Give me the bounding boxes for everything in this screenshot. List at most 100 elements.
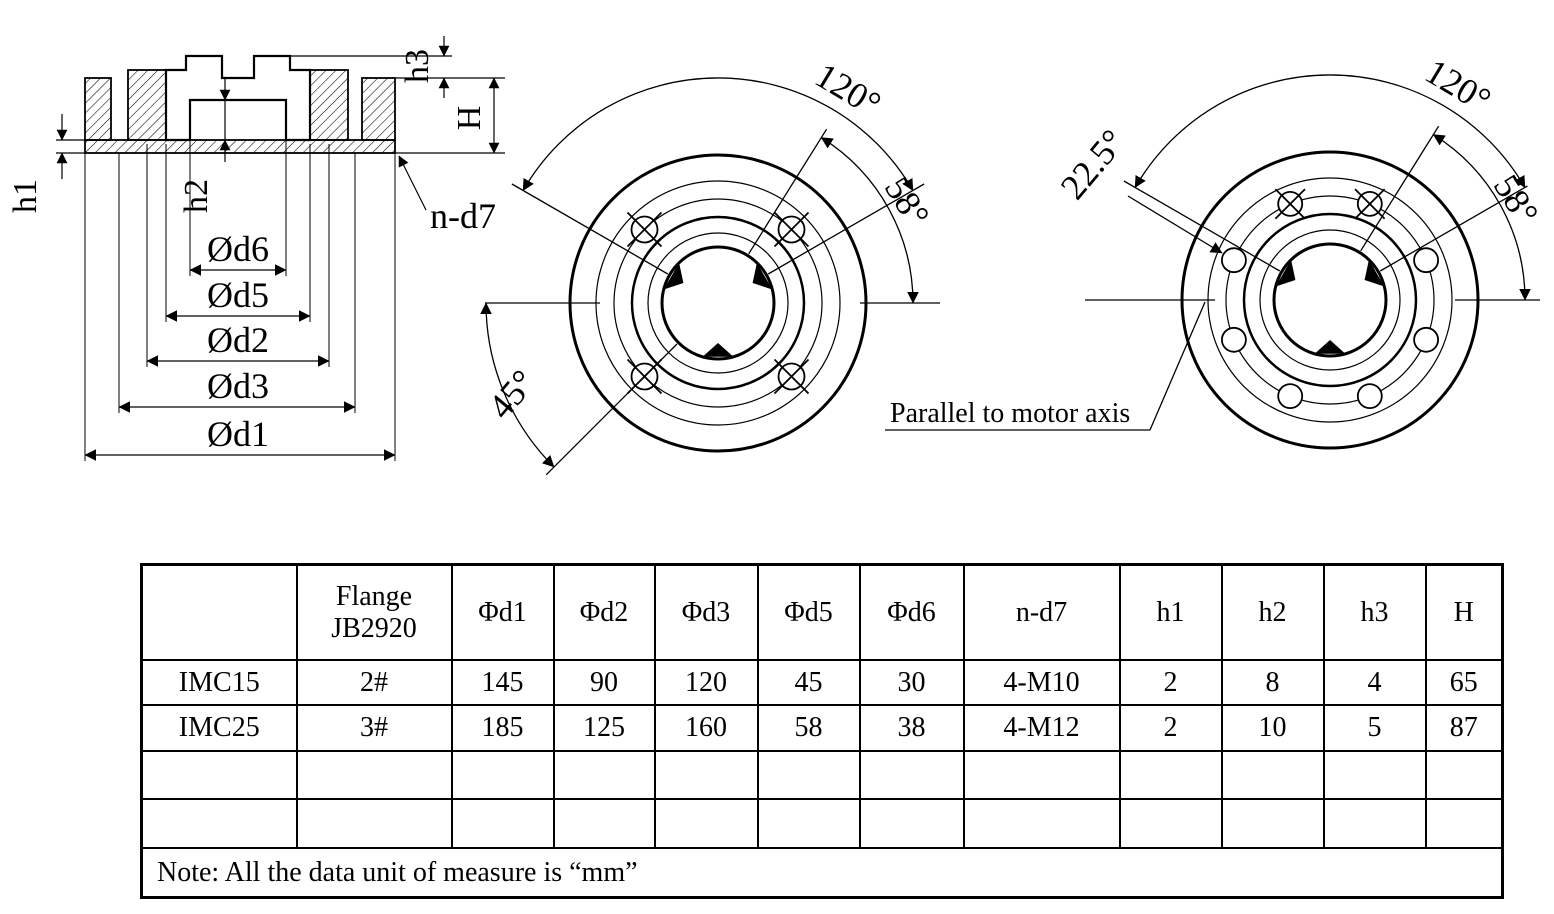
header-flange: Flange JB2920 — [295, 563, 453, 661]
cell-h3 — [1322, 750, 1427, 800]
cell-d6: 30 — [858, 659, 965, 706]
side-view — [1085, 74, 1540, 450]
diameter-dimension-lines — [84, 264, 396, 461]
table-note: Note: All the data unit of measure is “m… — [140, 847, 1504, 899]
header-flange-line1: Flange — [335, 580, 413, 612]
cell-model: IMC25 — [140, 704, 298, 752]
cell-d5: 58 — [756, 704, 861, 752]
cell-flange — [295, 798, 453, 849]
header-d3: Φd3 — [653, 563, 759, 661]
header-h3: h3 — [1322, 563, 1427, 661]
cell-H: 65 — [1424, 659, 1504, 706]
table-note-row: Note: All the data unit of measure is “m… — [140, 847, 1504, 899]
side-angle-58: 58° — [1486, 168, 1547, 232]
cell-d2 — [552, 750, 656, 800]
header-d6: Φd6 — [858, 563, 965, 661]
technical-drawing: Ød6 Ød5 Ød2 Ød3 Ød1 h1 h2 h3 H n-d7 — [7, 36, 1547, 476]
front-angle-58: 58° — [877, 170, 938, 234]
cell-n-d7: 4-M12 — [962, 704, 1121, 752]
cell-h2: 8 — [1220, 659, 1325, 706]
table-header-row: Flange JB2920 Φd1 Φd2 Φd3 Φd5 Φd6 n-d7 h… — [140, 563, 1504, 661]
header-d5: Φd5 — [756, 563, 861, 661]
cell-d6 — [858, 798, 965, 849]
dimension-table: Flange JB2920 Φd1 Φd2 Φd3 Φd5 Φd6 n-d7 h… — [140, 563, 1504, 899]
cell-d5 — [756, 750, 861, 800]
cell-flange: 3# — [295, 704, 453, 752]
header-H: H — [1424, 563, 1504, 661]
label-d2: Ød2 — [207, 320, 269, 360]
n-d7-leader — [398, 155, 427, 211]
side-angle-22-5: 22.5° — [1053, 122, 1133, 207]
cell-d1: 185 — [450, 704, 555, 752]
table-row-imc15: IMC15 2# 145 90 120 45 30 4-M10 2 8 4 65 — [140, 659, 1504, 706]
side-view-arcs — [1134, 74, 1531, 301]
extension-lines — [84, 104, 396, 461]
header-h2: h2 — [1220, 563, 1325, 661]
header-d1: Φd1 — [450, 563, 555, 661]
parallel-annotation: Parallel to motor axis — [885, 301, 1206, 431]
header-h1: h1 — [1118, 563, 1223, 661]
cell-d1 — [450, 798, 555, 849]
bore-flats-front — [663, 262, 773, 357]
h1-dimension — [56, 114, 85, 179]
cell-h2 — [1220, 798, 1325, 849]
label-h2: h2 — [178, 179, 215, 213]
label-d3: Ød3 — [207, 366, 269, 406]
cell-h1 — [1118, 750, 1223, 800]
label-h1: h1 — [7, 179, 44, 213]
cell-d3: 160 — [653, 704, 759, 752]
header-d2: Φd2 — [552, 563, 656, 661]
cell-n-d7 — [962, 798, 1121, 849]
section-hatched-body — [84, 69, 396, 154]
cell-n-d7 — [962, 750, 1121, 800]
table-row-empty — [140, 798, 1504, 849]
label-H: H — [451, 106, 488, 131]
cell-h3: 5 — [1322, 704, 1427, 752]
cell-d2 — [552, 798, 656, 849]
cell-h2 — [1220, 750, 1325, 800]
cell-d3 — [653, 750, 759, 800]
parallel-annotation-text: Parallel to motor axis — [890, 398, 1130, 429]
cell-h2: 10 — [1220, 704, 1325, 752]
label-d6: Ød6 — [207, 229, 269, 269]
table-row-imc25: IMC25 3# 185 125 160 58 38 4-M12 2 10 5 … — [140, 704, 1504, 752]
label-d5: Ød5 — [207, 275, 269, 315]
cell-H — [1424, 798, 1504, 849]
cell-h3 — [1322, 798, 1427, 849]
front-angle-120: 120° — [809, 55, 888, 125]
cell-flange — [295, 750, 453, 800]
cell-d2: 125 — [552, 704, 656, 752]
cell-H: 87 — [1424, 704, 1504, 752]
section-view — [56, 36, 505, 461]
side-angle-120: 120° — [1419, 51, 1498, 121]
cell-d5 — [756, 798, 861, 849]
cell-d2: 90 — [552, 659, 656, 706]
cell-d1 — [450, 750, 555, 800]
cell-H — [1424, 750, 1504, 800]
cell-d6: 38 — [858, 704, 965, 752]
header-flange-line2: JB2920 — [331, 612, 417, 644]
cell-d1: 145 — [450, 659, 555, 706]
front-angle-45: 45° — [480, 362, 543, 426]
cell-d3 — [653, 798, 759, 849]
front-view — [480, 77, 940, 476]
label-h3: h3 — [399, 49, 436, 83]
cell-n-d7: 4-M10 — [962, 659, 1121, 706]
cell-model — [140, 798, 298, 849]
cell-d6 — [858, 750, 965, 800]
cell-h1: 2 — [1118, 659, 1223, 706]
cell-d3: 120 — [653, 659, 759, 706]
bore-flats-side — [1275, 259, 1385, 354]
H-dimension — [395, 77, 505, 154]
cell-h1: 2 — [1118, 704, 1223, 752]
bolt-holes-side — [1221, 188, 1439, 410]
header-n-d7: n-d7 — [962, 563, 1121, 661]
table-row-empty — [140, 750, 1504, 800]
cell-h1 — [1118, 798, 1223, 849]
label-n-d7: n-d7 — [430, 196, 496, 236]
cell-h3: 4 — [1322, 659, 1427, 706]
section-hub — [164, 54, 312, 142]
h3-dimension — [290, 36, 505, 98]
cell-model: IMC15 — [140, 659, 298, 706]
